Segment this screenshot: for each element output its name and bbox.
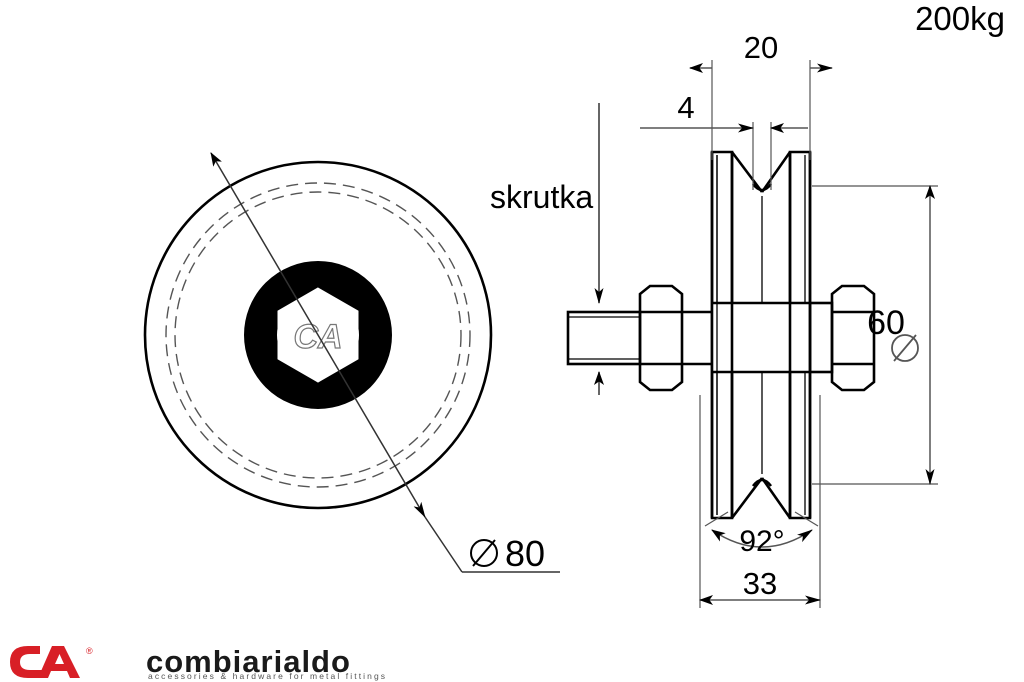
hub-logo-text: CA <box>293 318 342 356</box>
groove-top-left-slope <box>730 151 764 193</box>
logo-wordmark: combiarialdo <box>146 644 351 679</box>
dimension-outer-diameter-60: 60 <box>812 185 938 485</box>
logo-mark-ca: ® <box>10 646 93 678</box>
logo-registered-mark: ® <box>86 646 93 656</box>
dim60-value: 60 <box>867 304 905 342</box>
dimension-groove-width-4: 4 <box>640 90 808 190</box>
dim33-value: 33 <box>743 566 777 601</box>
bolt-callout: skrutka <box>490 103 604 395</box>
dim20-value: 20 <box>744 30 778 65</box>
groove-bottom-left-slope <box>730 477 764 519</box>
diameter-symbol-icon <box>470 539 498 567</box>
groove-top-root-arc <box>751 183 773 192</box>
dimension-overall-width-20: 20 <box>689 30 833 160</box>
dim92-value: 92° <box>739 525 784 558</box>
dimension-groove-angle-92: 92° <box>704 511 819 558</box>
footer-logo: ® combiarialdo accessories & hardware fo… <box>10 644 387 681</box>
hub-logo-ca: CA <box>293 317 343 356</box>
front-view-wheel: CA 80 <box>143 152 560 574</box>
dim4-value: 4 <box>677 90 694 125</box>
dim60-diameter-symbol-icon <box>891 334 919 362</box>
groove-bottom-root-arc <box>751 478 773 487</box>
dim92-ext-left <box>704 511 729 527</box>
dim92-ext-right <box>794 511 819 527</box>
right-hex-nut <box>830 284 876 392</box>
dim92-arc <box>711 529 813 548</box>
left-hex-nut <box>638 284 684 392</box>
bolt-callout-label: skrutka <box>490 179 593 215</box>
logo-tagline: accessories & hardware for metal fitting… <box>148 671 387 681</box>
groove-top-right-slope <box>760 151 792 193</box>
side-view-section <box>566 150 876 520</box>
load-rating-label: 200kg <box>915 0 1005 37</box>
dimension-flange-span-33: 33 <box>699 395 821 608</box>
hub-bore-clear <box>712 303 810 372</box>
groove-bottom-right-slope <box>760 477 792 519</box>
diameter-leader-extension <box>424 516 463 573</box>
front-view-diameter-value: 80 <box>505 533 545 574</box>
diameter-leader-line <box>210 152 426 518</box>
